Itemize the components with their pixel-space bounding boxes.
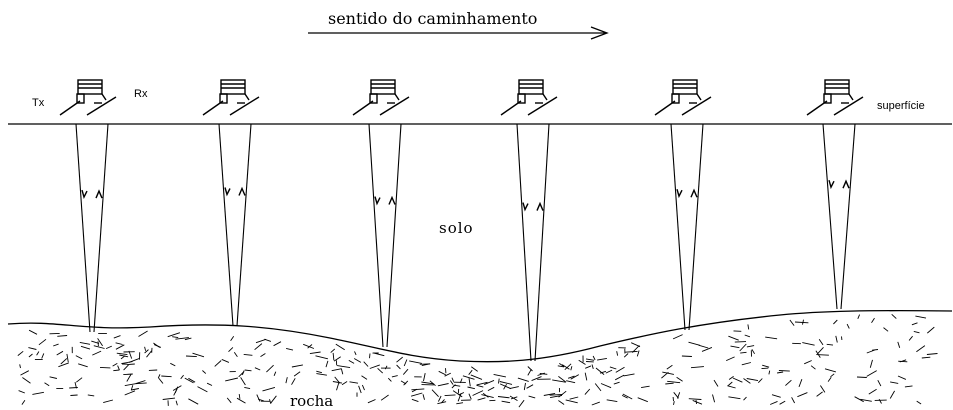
antenna-array (59, 79, 864, 362)
surface-label: superfície (877, 100, 925, 112)
rx-label: Rx (134, 88, 148, 100)
soil-label: solo (439, 219, 474, 237)
antenna-unit (654, 79, 712, 331)
antenna-unit (500, 79, 558, 362)
antenna-unit (352, 79, 410, 348)
antenna-unit (806, 79, 864, 310)
tx-label: Tx (32, 97, 45, 109)
rock-interface (7, 309, 953, 363)
direction-label: sentido do caminhamento (328, 9, 537, 28)
rock-label: rocha (290, 392, 333, 410)
antenna-unit (202, 79, 260, 327)
antenna-unit (59, 79, 117, 333)
direction-arrow (308, 26, 609, 40)
rock-texture (17, 313, 938, 408)
